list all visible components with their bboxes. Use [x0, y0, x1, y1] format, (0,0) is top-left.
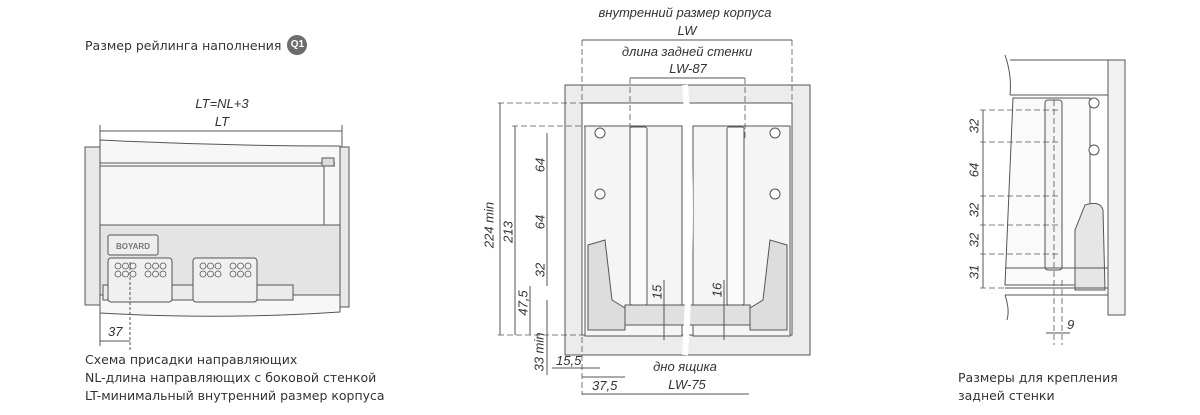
mounting-hole — [199, 262, 207, 270]
mounting-hole — [114, 262, 122, 270]
dim-64a: 64 — [532, 157, 548, 173]
dim-right-32c: 32 — [966, 232, 982, 248]
caption-line-2: NL-длина направляющих с боковой стенкой — [85, 370, 377, 385]
boyard-logo — [107, 234, 159, 256]
back-wall-side-view — [980, 54, 1126, 345]
mounting-hole — [237, 262, 244, 270]
dim-16: 16 — [709, 282, 725, 298]
caption-line-1: Схема присадки направляющих — [85, 352, 298, 367]
mounting-hole — [159, 262, 167, 270]
mounting-hole — [207, 262, 214, 270]
mounting-hole — [144, 270, 152, 278]
mounting-hole — [114, 270, 122, 278]
mounting-hole — [214, 270, 222, 278]
caption-line-3: LT-минимальный внутренний размер корпуса — [85, 388, 385, 403]
dim-right-9: 9 — [1067, 317, 1075, 332]
mounting-hole — [214, 262, 222, 270]
mounting-hole — [152, 270, 159, 278]
mounting-hole — [144, 262, 152, 270]
mounting-hole — [237, 270, 244, 278]
lt-label: LT — [214, 114, 230, 129]
dim-213: 213 — [500, 221, 516, 243]
dim-33min: 33 min — [531, 332, 547, 372]
dim-right-64: 64 — [966, 162, 982, 178]
dim-right-32b: 32 — [966, 202, 982, 218]
mounting-hole — [207, 270, 214, 278]
mounting-hole — [122, 270, 129, 278]
dim-64b: 64 — [532, 214, 548, 230]
inner-size-label: внутренний размер корпуса — [598, 5, 772, 20]
back-wall-length-label: длина задней стенки — [621, 44, 753, 59]
lw75-label: LW-75 — [668, 377, 706, 392]
mounting-hole — [244, 262, 252, 270]
filling-railing-title: Размер рейлинга наполнения — [85, 37, 282, 53]
cabinet-front-view — [498, 39, 811, 395]
dim-15-5: 15,5 — [556, 353, 582, 368]
drawer-bottom-label: дно ящика — [653, 359, 717, 374]
svg-text:BOYARD: BOYARD — [116, 242, 150, 251]
right-caption-2: задней стенки — [958, 388, 1055, 403]
dim-47-5: 47,5 — [515, 290, 531, 316]
mounting-hole — [152, 262, 159, 270]
mounting-hole — [229, 270, 237, 278]
mounting-hole — [159, 270, 167, 278]
mounting-hole — [122, 262, 129, 270]
dim-224min: 224 min — [481, 201, 497, 249]
dim-37: 37 — [108, 324, 123, 339]
dim-32: 32 — [532, 262, 548, 278]
title-row: Размер рейлинга наполнения Q1 — [85, 35, 308, 55]
dim-15: 15 — [649, 284, 665, 300]
q1-badge-icon: Q1 — [287, 35, 308, 55]
mounting-hole — [244, 270, 252, 278]
dim-right-32a: 32 — [966, 118, 982, 134]
mounting-hole — [199, 270, 207, 278]
rail-side-view: BOYARD — [84, 125, 350, 350]
mounting-hole — [129, 262, 137, 270]
lw87-label: LW-87 — [669, 61, 707, 76]
lt-formula: LT=NL+3 — [195, 96, 249, 111]
dim-37-5: 37,5 — [592, 378, 618, 393]
dim-right-31: 31 — [966, 264, 982, 280]
mounting-hole — [229, 262, 237, 270]
right-caption-1: Размеры для крепления — [958, 370, 1118, 385]
lw-label: LW — [677, 23, 697, 38]
